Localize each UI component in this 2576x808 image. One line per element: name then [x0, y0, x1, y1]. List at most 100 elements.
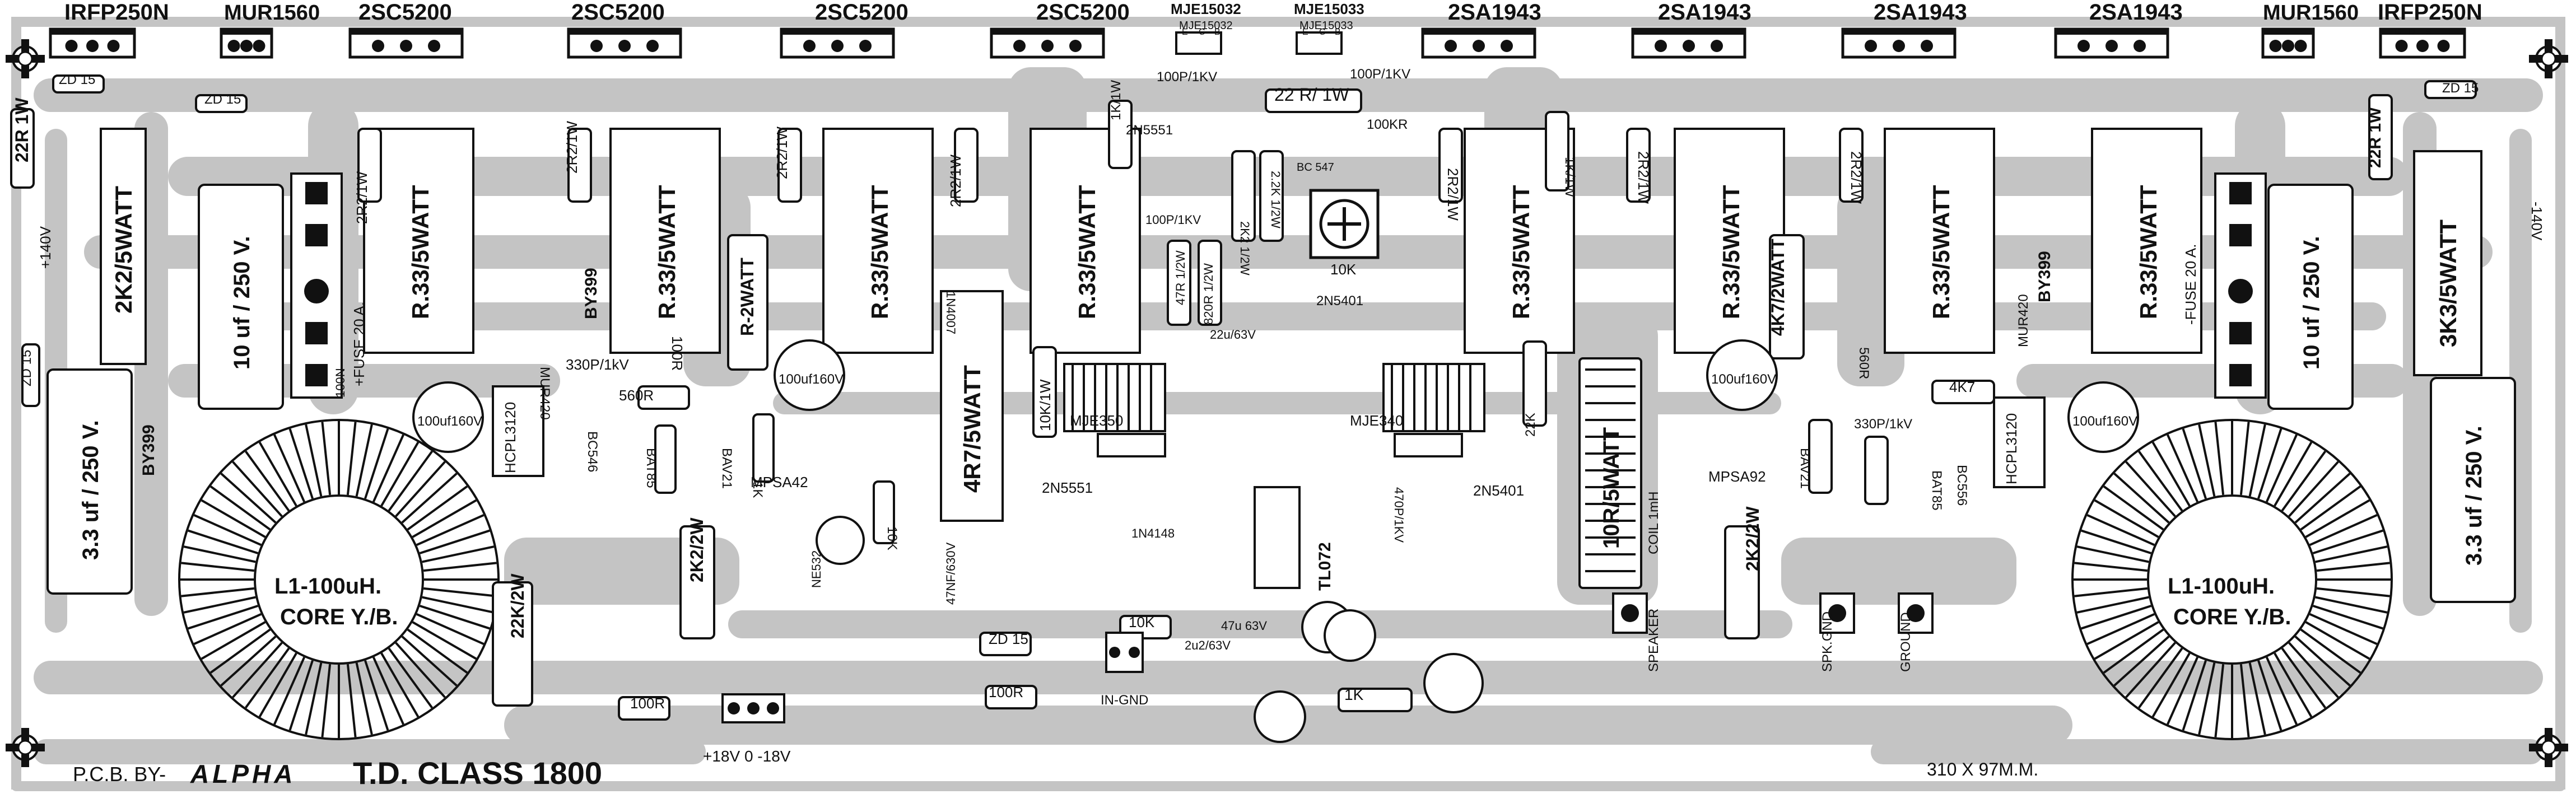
label-in-gnd: IN-GND [1101, 693, 1148, 708]
board-size: 310 X 97M.M. [1927, 759, 2038, 779]
toroid-winding-2 [2305, 621, 2370, 660]
toroid-winding-1 [419, 605, 490, 630]
toroid-winding-2 [2167, 434, 2199, 502]
label-22k-2w: 22K/2W [507, 573, 528, 638]
toroid-winding-1 [416, 613, 485, 645]
axial-part-body-18 [1438, 128, 1463, 203]
label-10k-bottom: 10K [1129, 614, 1155, 630]
label-right-mosfet: IRFP250N [2378, 0, 2482, 25]
label-npn-1: 2SC5200 [358, 0, 452, 25]
axial-part-body-20 [1839, 128, 1864, 203]
label-by399-left2: BY399 [139, 424, 158, 476]
toroid-winding-1 [401, 473, 458, 524]
label-22k-half: 2.2K 1/2W [1269, 171, 1283, 228]
axial-part-body-17 [954, 128, 979, 203]
toroid-winding-2 [2300, 628, 2361, 674]
transistor-tab-11 [2263, 29, 2313, 35]
toroid-winding-1 [364, 660, 389, 731]
label-r3k3-5w: 3K3/5WATT [2435, 219, 2461, 347]
fuse-pads-left [304, 182, 329, 386]
pin-letter: G [2395, 27, 2401, 37]
electrolytic-caps [412, 339, 2139, 743]
label-2r2-5: 2R2/1W [1445, 168, 1461, 221]
toroid-winding-1 [423, 587, 497, 597]
label-100r-bottom2: 100R [630, 695, 665, 712]
axial-part-body-31 [1338, 688, 1413, 712]
toroid-winding-1 [388, 647, 433, 709]
label-2n5551-a: 2N5551 [1042, 479, 1093, 496]
toroid-winding-1 [321, 664, 332, 737]
label-l1-left: L1-100uH. [274, 574, 381, 599]
toroid-winding-2 [2294, 636, 2351, 686]
toroid-winding-1 [209, 628, 271, 674]
transistor-pin [240, 40, 253, 52]
label-ground: GROUND [1898, 612, 1913, 672]
label-100kr: 100KR [1367, 117, 1408, 132]
label-tl072: TL072 [1316, 542, 1334, 591]
r033-6-body [1674, 128, 1785, 354]
label-c4n7: 47NF/630V [944, 542, 958, 605]
toroid-winding-2 [2103, 628, 2164, 674]
transistor-pin [428, 40, 440, 52]
driver-outline-1 [1175, 31, 1222, 55]
toroid-winding-1 [423, 562, 497, 572]
label-2r2-1: 2R2/1W [353, 171, 370, 224]
r3k3-5w-body [2413, 150, 2482, 376]
label-hcpl-left: HCPL3120 [502, 402, 519, 473]
toroid-winding-2 [2315, 596, 2388, 614]
toroid-winding-2 [2198, 424, 2216, 497]
spk-gnd-terminal [1819, 592, 1855, 634]
toroid-winding-2 [2315, 545, 2388, 563]
c2u2-body [1254, 690, 1306, 743]
toroid-winding-2 [2294, 473, 2351, 524]
label-bat85-left: BAT85 [644, 448, 659, 488]
label-mpsa92: MPSA92 [1708, 468, 1766, 485]
cap-33uf-right-body [2430, 377, 2516, 603]
toroid-winding-2 [2239, 664, 2250, 737]
transistor-pin [646, 40, 659, 52]
toroid-winding-2 [2288, 642, 2339, 698]
label-pnp-4: 2SA1943 [2089, 0, 2183, 25]
toroid-winding-1 [422, 545, 495, 563]
transistor-pin [227, 40, 240, 52]
label-r033-4: R.33/5WATT [1074, 185, 1100, 319]
label-driver-1-small: MJE15032 [1179, 20, 1233, 32]
toroid-winding-2 [2167, 657, 2199, 725]
label-10k-1w: 10K/1W [1037, 379, 1054, 431]
toroid-winding-1 [273, 657, 306, 725]
toroid-winding-2 [2265, 657, 2298, 725]
axial-part-body-10 [679, 525, 715, 639]
fuse-pads-right [2228, 182, 2253, 386]
trimmer-10k[interactable] [1309, 189, 1380, 259]
toroid-winding-1 [401, 636, 458, 686]
transistor-pin [1013, 40, 1026, 52]
transistor-pin [2437, 40, 2450, 52]
transistor-pin [590, 40, 603, 52]
pin-letter: B [1335, 27, 1341, 37]
toroid-winding-2 [2076, 596, 2149, 614]
toroid-winding-1 [364, 428, 389, 499]
label-2r2-3: 2R2/1W [774, 127, 790, 179]
pin-letter: C [1319, 27, 1326, 37]
transistor-tab-3 [350, 29, 462, 35]
label-zd15-3: ZD 15 [989, 630, 1028, 647]
label-bat85-right: BAT85 [1929, 470, 1944, 511]
label-driver-2-small: MJE15033 [1299, 20, 1353, 32]
label-ne532: NE532 [809, 550, 823, 588]
label-plus140: +140V [37, 226, 54, 269]
toroid-winding-2 [2248, 424, 2266, 497]
axial-part-body-15 [567, 128, 592, 203]
label-r033-2: R.33/5WATT [654, 185, 680, 319]
toroid-winding-1 [245, 647, 290, 709]
label-mur420-right: MUR420 [2016, 294, 2031, 347]
label-2k2-5w: 2K2/5WATT [110, 186, 137, 314]
ne532-body [816, 516, 865, 565]
pin-letter: D [78, 27, 85, 37]
label-2r2-4: 2R2/1W [947, 155, 964, 207]
axial-part-body-28 [1522, 340, 1547, 427]
axial-part-body-8 [752, 413, 775, 483]
label-c100uf-2: 100uf160V [779, 372, 844, 387]
toroid-right [2071, 419, 2393, 740]
toroid-winding-2 [2281, 450, 2326, 512]
label-4k7: 4K7 [1949, 379, 1975, 395]
